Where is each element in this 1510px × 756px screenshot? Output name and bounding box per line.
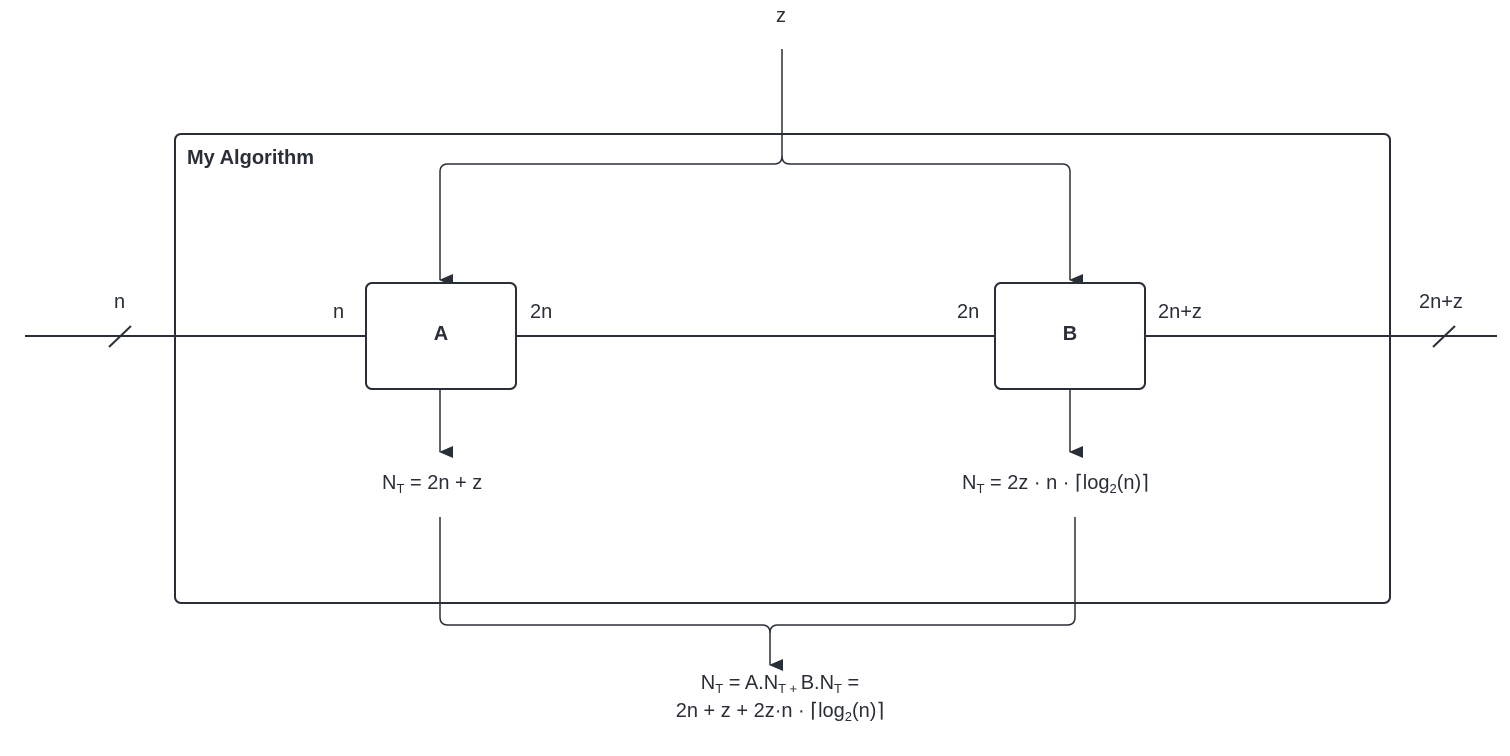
log-base: 2 — [1109, 481, 1117, 496]
cost-expression-pre: = 2z · n · ⌈log — [984, 472, 1110, 494]
n-input-label: n — [114, 291, 126, 313]
total-subscript-b: T — [834, 681, 842, 696]
block-a-label: A — [433, 323, 449, 345]
total-subscript-a: T + — [778, 681, 801, 696]
block-a-input-label: n — [333, 301, 345, 323]
total-expression-pre: 2n + z + 2z·n · ⌈log — [675, 700, 845, 722]
block-a-cost-formula: NT = 2n + z — [382, 471, 482, 495]
cost-symbol: N — [382, 472, 397, 494]
total-subscript: T — [715, 681, 724, 696]
block-b-input-label: 2n — [957, 301, 980, 323]
z-input-label: z — [776, 5, 786, 27]
block-b-output-label: 2n+z — [1158, 301, 1202, 323]
cost-merge-connector — [439, 517, 783, 671]
input-bus-slash — [108, 325, 132, 348]
z-split-connector-b — [781, 155, 1083, 286]
cost-expression: = 2n + z — [404, 472, 483, 494]
block-a-output-label: 2n — [530, 301, 553, 323]
total-symbol: N — [700, 672, 716, 694]
cost-merge-connector-b — [769, 517, 1076, 634]
total-equals: = — [842, 672, 860, 694]
cost-expression-post: (n)⌉ — [1116, 472, 1149, 494]
total-part-a: = A.N — [723, 672, 779, 694]
total-cost-formula-line-1: NT = A.NT + B.NT = — [620, 671, 940, 695]
output-label: 2n+z — [1419, 291, 1463, 313]
z-split-connector — [439, 155, 783, 286]
block-b-label: B — [1062, 323, 1078, 345]
algorithm-frame — [174, 133, 1391, 604]
total-part-b: B.N — [800, 672, 835, 694]
block-a[interactable] — [365, 282, 517, 390]
total-expression-post: (n)⌉ — [852, 700, 885, 722]
total-log-base: 2 — [844, 709, 852, 724]
block-b-cost-formula: NT = 2z · n · ⌈log2(n)⌉ — [962, 471, 1149, 495]
block-b[interactable] — [994, 282, 1146, 390]
frame-title: My Algorithm — [187, 147, 315, 169]
cost-symbol: N — [962, 472, 977, 494]
cost-subscript: T — [396, 481, 405, 496]
output-bus-slash — [1432, 325, 1456, 348]
cost-subscript: T — [976, 481, 985, 496]
total-cost-formula-line-2: 2n + z + 2z·n · ⌈log2(n)⌉ — [620, 699, 940, 723]
